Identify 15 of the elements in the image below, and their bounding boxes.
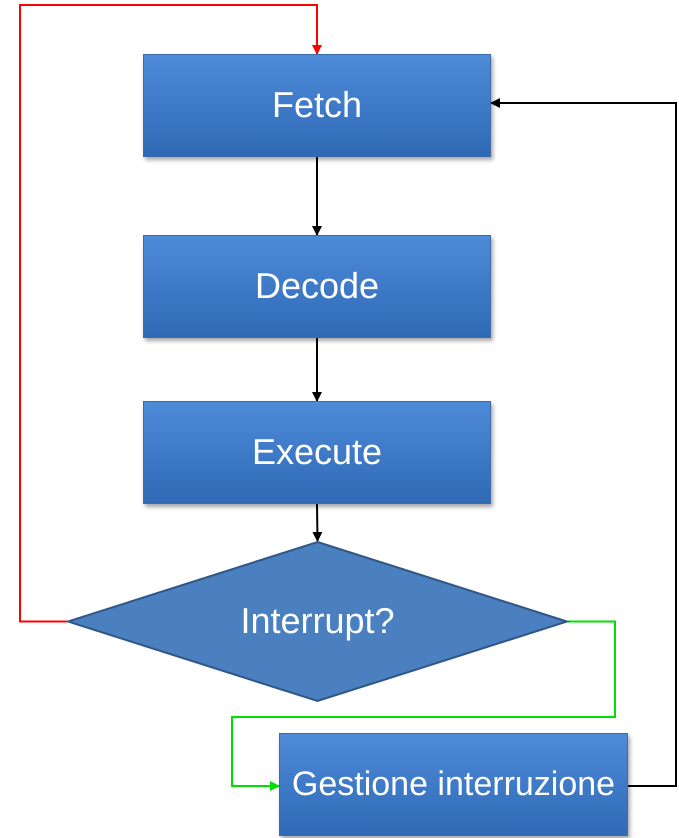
arrow <box>312 157 322 236</box>
process-box <box>143 235 491 338</box>
node-label: Fetch <box>272 85 362 126</box>
arrow <box>312 504 322 542</box>
node-label: Execute <box>252 432 382 473</box>
arrow <box>19 4 322 622</box>
arrow <box>312 338 322 402</box>
node-label: Interrupt? <box>240 601 395 642</box>
node-label: Decode <box>254 266 380 307</box>
arrow <box>490 98 677 787</box>
arrow <box>231 620 616 791</box>
process-box <box>143 401 491 504</box>
process-box <box>143 54 491 157</box>
process-box <box>279 733 628 836</box>
node-label: Gestione interruzione <box>292 765 616 804</box>
